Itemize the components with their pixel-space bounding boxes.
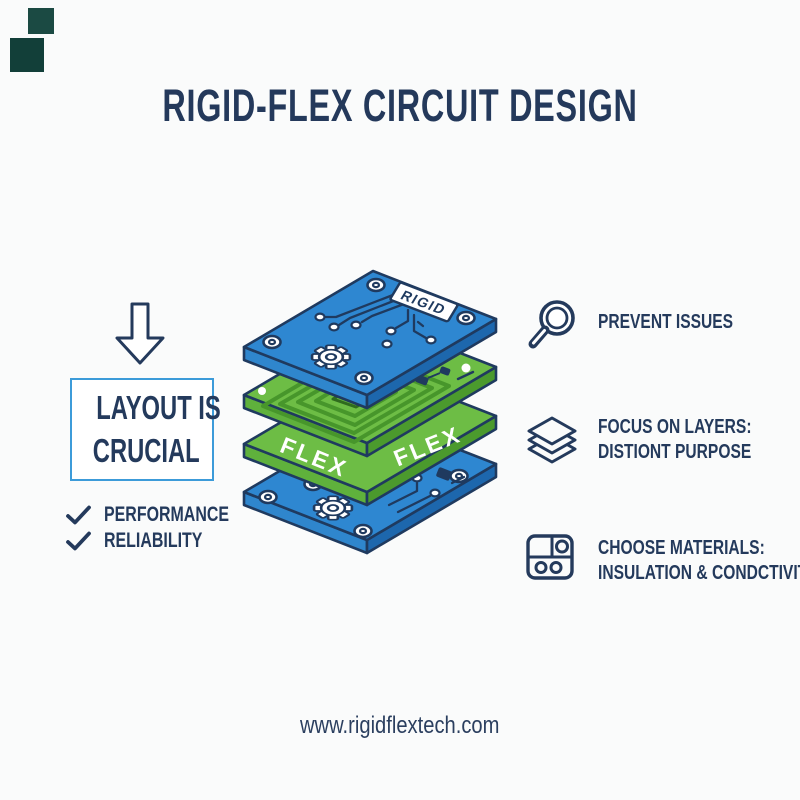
magnifier-icon [524,296,582,356]
feature-focus-on-layers: FOCUS ON LAYERS: DISTIONT PURPOSE [524,408,800,466]
corner-square-large [10,38,44,72]
feature-line: FOCUS ON LAYERS: [598,415,752,438]
callout-line1: LAYOUT IS [96,389,221,426]
footer-url: www.rigidflextech.com [0,712,800,740]
callout-box: LAYOUT IS CRUCIAL [70,378,221,481]
checkmark-icon [66,505,92,526]
checklist-item-performance: PERFORMANCE [66,503,269,527]
feature-line: DISTIONT PURPOSE [598,440,752,463]
checklist-item-reliability: RELIABILITY [66,529,234,553]
materials-grid-icon [524,532,582,584]
page-title-text: RIGID-FLEX CIRCUIT DESIGN [162,80,638,131]
checkmark-icon [66,531,92,552]
corner-square-small [28,8,54,34]
feature-line: PREVENT ISSUES [598,310,734,333]
feature-line: CHOOSE MATERIALS: [598,536,765,559]
board-rigid-top: RIGID [242,269,498,410]
feature-prevent-issues: PREVENT ISSUES [524,296,776,356]
layers-icon [524,412,582,466]
down-arrow-icon [114,302,166,366]
callout-line2: CRUCIAL [92,432,200,469]
feature-line: INSULATION & CONDCTIVITY [598,561,800,584]
feature-choose-materials: CHOOSE MATERIALS: INSULATION & CONDCTIVI… [524,528,800,585]
page-title: RIGID-FLEX CIRCUIT DESIGN [0,80,800,132]
checklist-label: RELIABILITY [104,529,203,552]
footer-url-text: www.rigidflextech.com [300,712,500,739]
checklist-label: PERFORMANCE [104,503,230,526]
circuit-traces [324,291,428,340]
